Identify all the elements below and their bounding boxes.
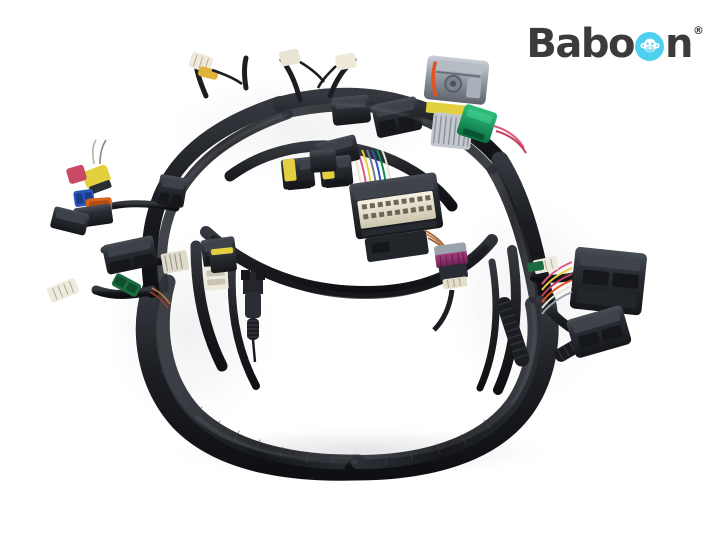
purple-connector-graphic xyxy=(432,242,469,332)
grommet-plug-graphic xyxy=(241,268,265,363)
relay-block-connector-graphic xyxy=(423,55,527,154)
left-connector-cluster-graphic xyxy=(50,139,114,236)
mid-connectors-graphic xyxy=(155,149,337,291)
baboon-face-icon xyxy=(635,31,665,61)
brand-text-before: Babo xyxy=(526,21,635,67)
top-terminals-graphic xyxy=(188,48,357,89)
top-center-connector-graphic xyxy=(331,94,423,138)
baboon-watermark-logo: Babo xyxy=(526,22,704,66)
large-black-connector-graphic xyxy=(527,246,647,358)
brand-text-after: n xyxy=(665,21,693,67)
registered-trademark-symbol: ® xyxy=(693,24,704,37)
brand-wordmark: Babo xyxy=(526,21,693,67)
yellow-tab-connector-graphic xyxy=(280,154,354,191)
left-lower-connector-graphic xyxy=(47,235,171,309)
ecu-main-connector-graphic xyxy=(316,134,453,262)
